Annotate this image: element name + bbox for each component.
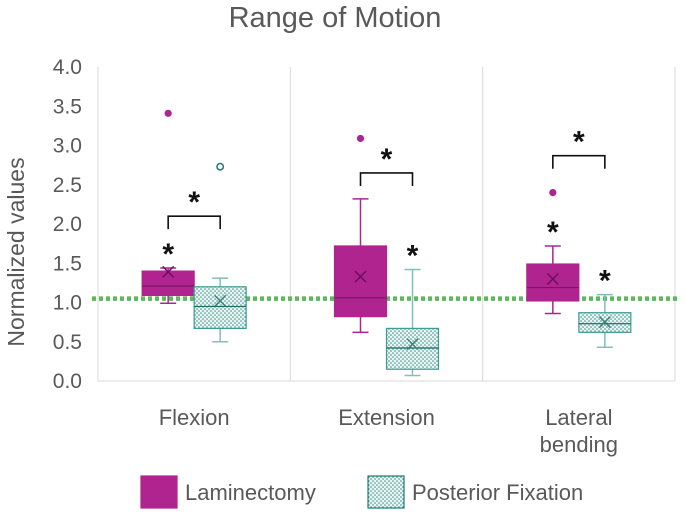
y-tick-label: 4.0 [53,56,82,79]
box-group [193,162,247,343]
mean-marker [214,294,227,307]
box-iqr [385,327,440,370]
comparison-bracket [167,215,221,230]
significance-asterisk: * [162,238,174,271]
box-group: * [385,240,440,377]
y-tick-label: 2.0 [53,213,82,236]
box-iqr [141,270,195,297]
legend-label: Posterior Fixation [412,480,583,505]
y-tick-label: 3.5 [53,95,82,118]
legend-swatch [140,475,178,509]
x-category-label: Lateral [545,405,612,430]
boxes-layer: * * * * [141,109,632,377]
comparison-bracket [359,172,414,186]
significance-asterisk: * [547,216,559,249]
comparison-asterisk: * [188,186,200,219]
box-group [333,134,388,334]
significance-asterisk: * [599,265,611,298]
box-iqr [193,286,247,330]
y-tick-label: 1.0 [53,292,82,315]
mean-marker [598,316,611,329]
box-group: * [526,189,580,315]
y-axis-label: Normalized values [3,157,29,346]
comparison-asterisk: * [573,126,585,159]
comparison-asterisk: * [381,143,393,176]
legend: Laminectomy Posterior Fixation [140,475,583,509]
x-category-label: Flexion [159,405,230,430]
significance-asterisk: * [407,240,419,273]
mean-marker [354,270,367,283]
outlier-point [216,162,225,171]
y-tick-label: 3.0 [53,135,82,158]
x-category-label: bending [540,432,618,457]
y-tick-label: 2.5 [53,174,82,197]
legend-label: Laminectomy [185,480,316,505]
box-group: * [141,109,195,305]
mean-marker [406,338,419,351]
chart-title: Range of Motion [229,2,442,34]
annotations-layer: * * * [167,126,606,230]
legend-swatch [367,475,405,509]
y-tick-label: 1.5 [53,252,82,275]
grid-layer [97,67,676,381]
x-category-label: Extension [338,405,435,430]
box-iqr [526,263,580,302]
outlier-point [549,189,557,197]
y-tick-label: 0.5 [53,331,82,354]
mean-marker [162,265,175,278]
mean-marker [546,272,559,285]
box-group: * [578,265,632,348]
comparison-bracket [552,154,606,169]
box-iqr [333,245,388,318]
outlier-point [356,134,365,143]
y-tick-label: 0.0 [53,370,82,393]
outlier-point [164,109,172,117]
